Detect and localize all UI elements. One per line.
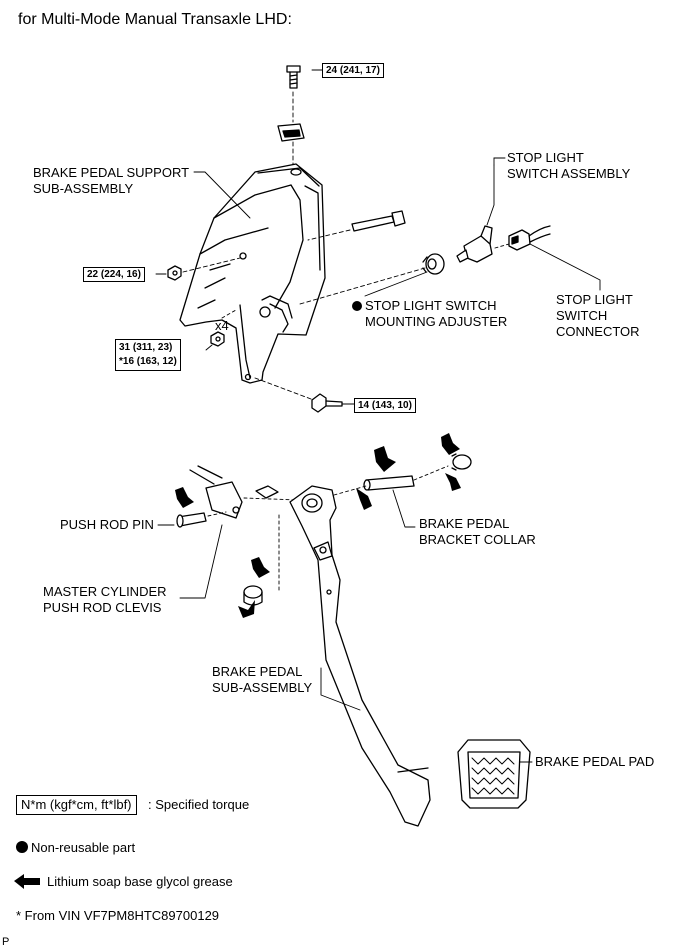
brake-pedal-support <box>179 163 326 384</box>
top-bolt <box>286 65 301 89</box>
label-line: CONNECTOR <box>556 324 640 339</box>
brake-pedal-pad <box>457 739 531 809</box>
page-title: for Multi-Mode Manual Transaxle LHD: <box>18 11 292 28</box>
bushing-lower <box>243 585 263 606</box>
push-rod-clevis <box>189 465 243 519</box>
label-stop-light-switch-assy: STOP LIGHT SWITCH ASSEMBLY <box>507 150 630 182</box>
label-line: BRAKE PEDAL <box>419 516 510 531</box>
label-line: SUB-ASSEMBLY <box>33 181 134 196</box>
label-push-rod-pin: PUSH ROD PIN <box>60 517 154 532</box>
label-x4: x4 <box>215 318 229 333</box>
clip <box>255 485 279 499</box>
push-rod-pin <box>176 512 207 528</box>
legend-torque-box: N*m (kgf*cm, ft*lbf) <box>16 795 137 815</box>
long-bolt <box>351 210 406 232</box>
x4-nut <box>210 331 225 347</box>
torque-nuts-b: *16 (163, 12) <box>119 356 177 367</box>
legend-grease: Lithium soap base glycol grease <box>47 874 233 889</box>
torque-nuts: 31 (311, 23) *16 (163, 12) <box>115 339 181 371</box>
legend-dot-icon <box>16 841 28 853</box>
label-line: BRAKE PEDAL <box>212 664 303 679</box>
mounting-adjuster <box>422 253 445 275</box>
legend-vin-note: * From VIN VF7PM8HTC89700129 <box>16 908 220 923</box>
grease-arrow-icon <box>175 487 194 508</box>
label-line: STOP LIGHT <box>507 150 584 165</box>
torque-top-bolt: 24 (241, 17) <box>322 63 384 78</box>
label-brake-pedal-pad: BRAKE PEDAL PAD <box>535 754 655 769</box>
grease-arrow-icon <box>445 473 461 491</box>
left-nut <box>167 265 182 281</box>
label-master-cylinder: MASTER CYLINDER PUSH ROD CLEVIS <box>43 584 167 616</box>
bushing-right <box>451 453 472 471</box>
legend-torque-desc: : Specified torque <box>148 797 250 812</box>
label-stop-light-connector: STOP LIGHT SWITCH CONNECTOR <box>556 292 640 340</box>
label-line: MOUNTING ADJUSTER <box>365 314 508 329</box>
torque-lower-bolt: 14 (143, 10) <box>354 398 416 413</box>
stop-light-connector <box>508 225 551 251</box>
grease-arrow-icon <box>238 600 255 618</box>
grease-arrow-icon <box>251 557 270 578</box>
brake-pedal <box>289 485 431 827</box>
corner-mark: P <box>2 936 10 948</box>
label-mounting-adjuster: STOP LIGHT SWITCH MOUNTING ADJUSTER <box>365 298 507 330</box>
label-line: SUB-ASSEMBLY <box>212 680 313 695</box>
torque-left-nut: 22 (224, 16) <box>83 267 145 282</box>
label-line: MASTER CYLINDER <box>43 584 167 599</box>
nonreusable-dot-icon <box>352 301 362 311</box>
label-line: SWITCH ASSEMBLY <box>507 166 631 181</box>
legend-nonreusable: Non-reusable part <box>31 840 136 855</box>
label-brake-pedal-sub: BRAKE PEDAL SUB-ASSEMBLY <box>212 664 312 696</box>
label-line: BRAKE PEDAL SUPPORT <box>33 165 190 180</box>
grease-arrow-icon <box>441 433 460 455</box>
label-bracket-collar: BRAKE PEDAL BRACKET COLLAR <box>419 516 536 548</box>
label-brake-pedal-support: BRAKE PEDAL SUPPORT SUB-ASSEMBLY <box>33 165 189 197</box>
legend-arrow-icon <box>14 874 40 889</box>
lower-bolt <box>311 393 343 413</box>
grease-arrow-icon <box>374 446 396 472</box>
label-line: STOP LIGHT <box>556 292 633 307</box>
label-line: BRACKET COLLAR <box>419 532 536 547</box>
stop-light-switch <box>456 225 493 263</box>
grease-arrow-icon <box>356 488 372 510</box>
bracket-collar <box>363 475 415 491</box>
label-line: STOP LIGHT SWITCH <box>365 298 497 313</box>
torque-nuts-a: 31 (311, 23) <box>119 342 173 353</box>
label-line: PUSH ROD CLEVIS <box>43 600 162 615</box>
label-line: SWITCH <box>556 308 608 323</box>
